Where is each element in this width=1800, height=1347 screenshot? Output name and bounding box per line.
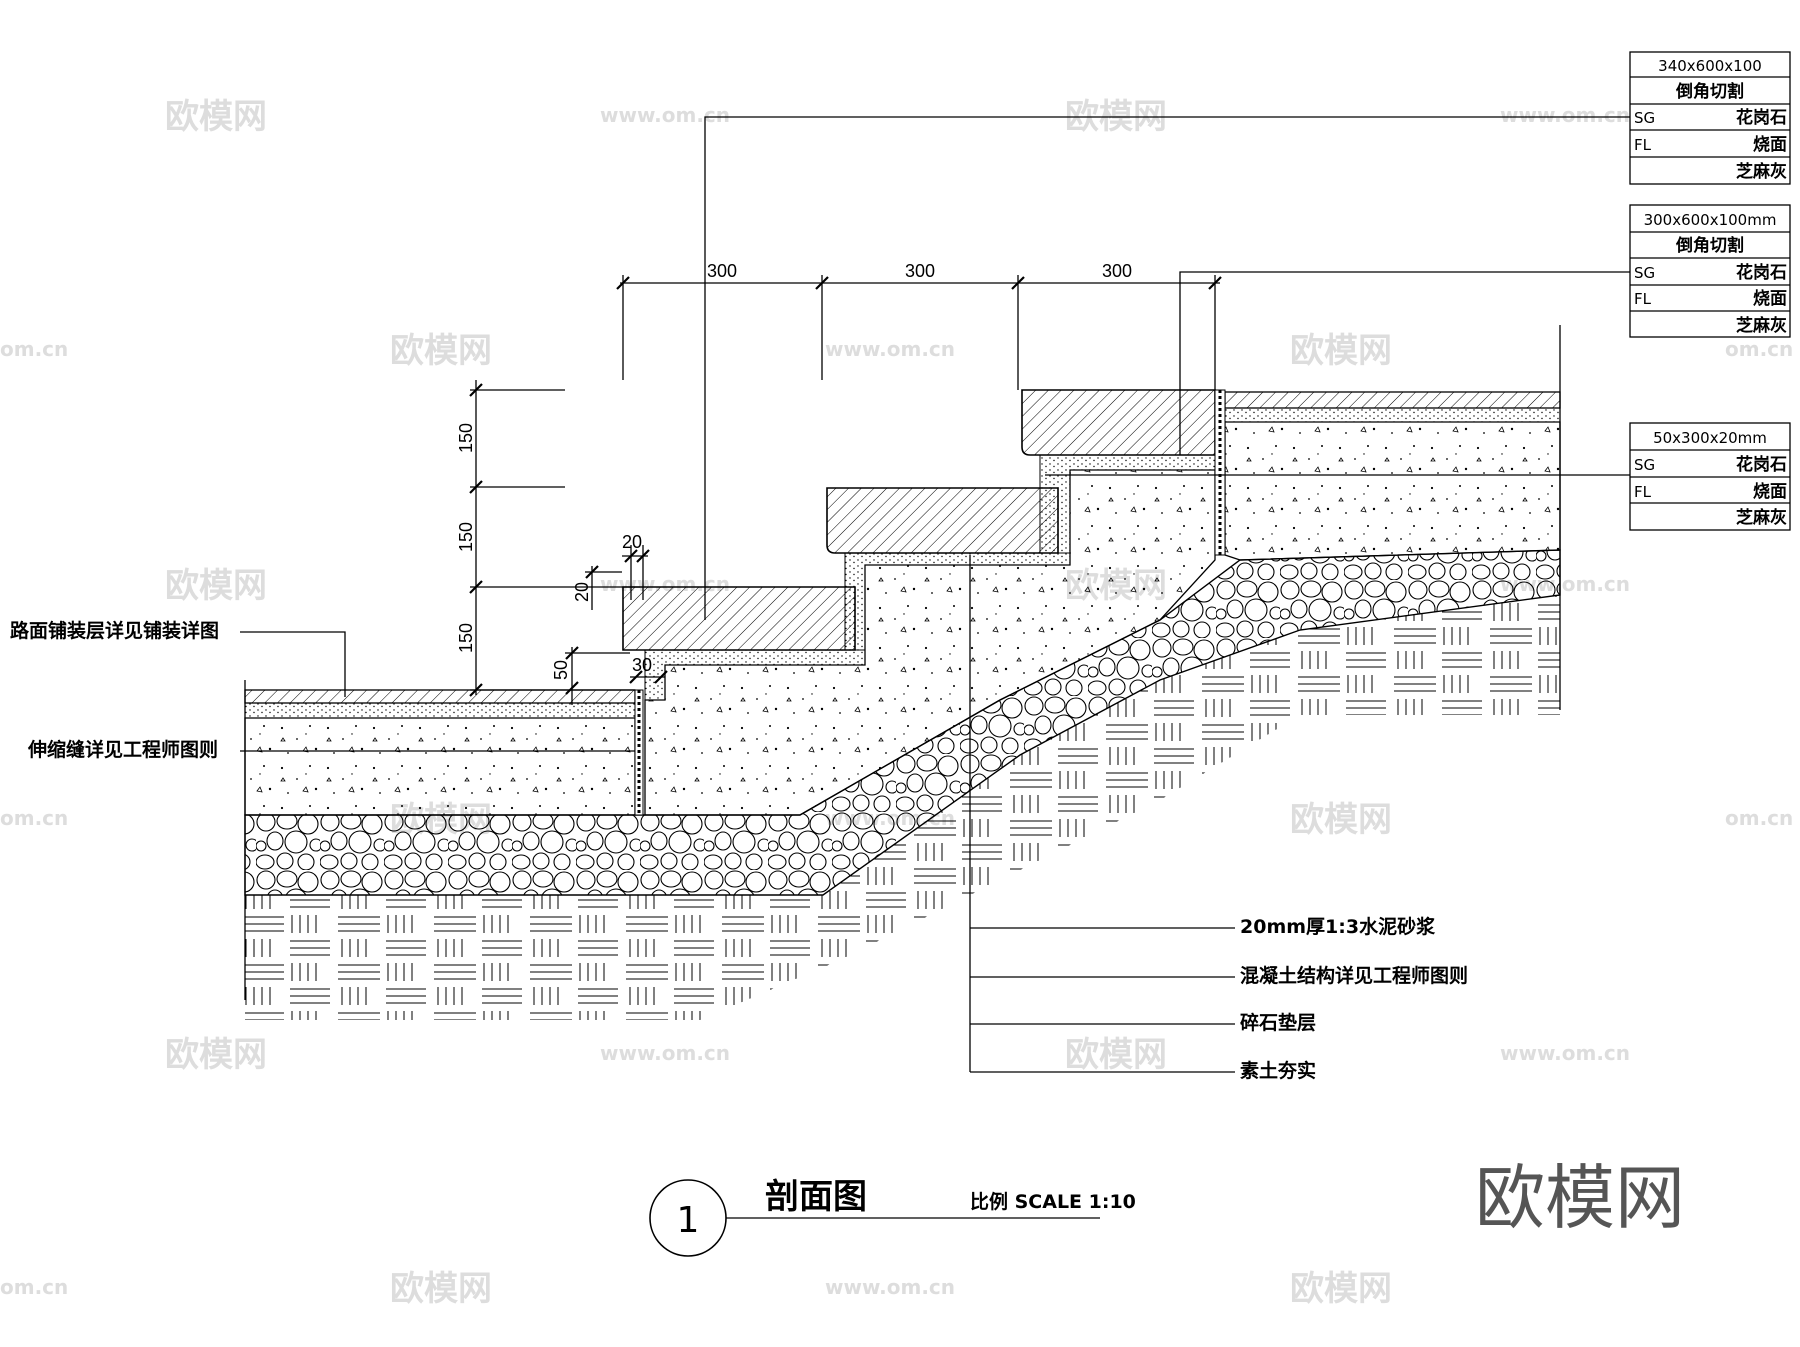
dim-rise-2: 150 [456,522,476,552]
watermark-logo: 欧模网 [1065,1035,1167,1075]
spec-code: FL [1634,483,1652,501]
dim-offset-50: 50 [551,660,571,680]
spec-cut: 倒角切割 [1675,235,1744,256]
granite-tread-1 [622,586,856,651]
dim-tread-1: 300 [707,261,737,281]
watermark-url: om.cn [0,337,68,361]
watermark-url: www.om.cn [1500,103,1630,127]
spec-code: FL [1634,290,1652,308]
bottom-callouts: 20mm厚1:3水泥砂浆 混凝土结构详见工程师图则 碎石垫层 素土夯实 [969,555,1468,1082]
paving-left [244,689,636,704]
spec-finish: 烧面 [1753,482,1787,502]
watermark-url: www.om.cn [1500,1041,1630,1065]
title-block: 1 剖面图 比例 SCALE 1:10 [649,1177,1136,1257]
spec-material: 花岗石 [1736,454,1787,475]
watermark-logo: 欧模网 [390,1269,492,1309]
spec-size: 300x600x100mm [1644,211,1777,229]
watermark-logo: 欧模网 [165,97,267,137]
rise-dimensions: 150 150 150 [456,380,640,697]
spec-table-3: 50x300x20mm SG 花岗石 FL 烧面 芝麻灰 [1629,422,1791,531]
section-title: 剖面图 [765,1177,867,1217]
spec-table-1: 340x600x100 倒角切割 SG 花岗石 FL 烧面 芝麻灰 [1629,51,1791,185]
watermark-url: www.om.cn [825,1275,955,1299]
callout-gravel: 碎石垫层 [1240,1011,1316,1034]
section-scale: 比例 SCALE 1:10 [970,1190,1136,1213]
watermark-logo: 欧模网 [1290,331,1392,371]
mortar-left [244,702,636,719]
brand-logo-watermark: 欧模网 [1475,1157,1685,1239]
spec-finish: 烧面 [1753,135,1787,155]
spec-table-2: 300x600x100mm 倒角切割 SG 花岗石 FL 烧面 芝麻灰 [1629,204,1791,338]
paving-upper [1224,391,1561,409]
watermark-logo: 欧模网 [1290,800,1392,840]
compacted-soil-layer [245,595,1560,1020]
spec-color: 芝麻灰 [1736,507,1787,528]
watermark-url: om.cn [1725,337,1793,361]
left-callouts: 路面铺装层详见铺装详图 伸缩缝详见工程师图则 [10,619,635,761]
callout-paving: 路面铺装层详见铺装详图 [10,619,219,642]
offset-dimensions: 20 20 50 30 [551,532,668,705]
watermark-logo: 欧模网 [1290,1269,1392,1309]
dim-rise-1: 150 [456,623,476,653]
watermark-logo: 欧模网 [165,1035,267,1075]
spec-leaders [704,116,1630,620]
concrete-upper-bed [1224,421,1561,561]
watermark-layer: 欧模网 欧模网 欧模网 欧模网 欧模网 欧模网 欧模网 欧模网 欧模网 欧模网 … [0,97,1793,1309]
tread-dimensions: 300 300 300 [616,261,1222,390]
watermark-logo: 欧模网 [165,566,267,606]
watermark-url: om.cn [1725,806,1793,830]
spec-code: SG [1634,264,1655,282]
dim-offset-20-top: 20 [622,532,642,552]
spec-cut: 倒角切割 [1675,81,1744,102]
callout-concrete: 混凝土结构详见工程师图则 [1240,964,1468,987]
watermark-url: www.om.cn [600,1041,730,1065]
granite-tread-2 [826,487,1059,554]
spec-finish: 烧面 [1753,289,1787,309]
watermark-url: om.cn [0,806,68,830]
callout-expansion-joint: 伸缩缝详见工程师图则 [27,738,218,761]
granite-tread-3 [1021,389,1216,456]
dim-offset-20-side: 20 [572,582,592,602]
spec-color: 芝麻灰 [1736,315,1787,336]
callout-mortar: 20mm厚1:3水泥砂浆 [1240,915,1436,938]
watermark-url: www.om.cn [825,337,955,361]
spec-code: SG [1634,456,1655,474]
dim-offset-30: 30 [632,655,652,675]
dim-tread-2: 300 [905,261,935,281]
dim-tread-3: 300 [1102,261,1132,281]
callout-soil: 素土夯实 [1240,1059,1316,1082]
section-number: 1 [677,1200,700,1241]
concrete-left-bed [244,717,636,816]
spec-color: 芝麻灰 [1736,161,1787,182]
dim-rise-3: 150 [456,423,476,453]
watermark-url: www.om.cn [600,103,730,127]
spec-material: 花岗石 [1736,262,1787,283]
watermark-logo: 欧模网 [390,331,492,371]
spec-code: FL [1634,136,1652,154]
spec-code: SG [1634,109,1655,127]
spec-size: 50x300x20mm [1653,429,1767,447]
watermark-url: om.cn [0,1275,68,1299]
mortar-upper [1224,407,1561,423]
spec-material: 花岗石 [1736,107,1787,128]
spec-size: 340x600x100 [1658,57,1762,75]
